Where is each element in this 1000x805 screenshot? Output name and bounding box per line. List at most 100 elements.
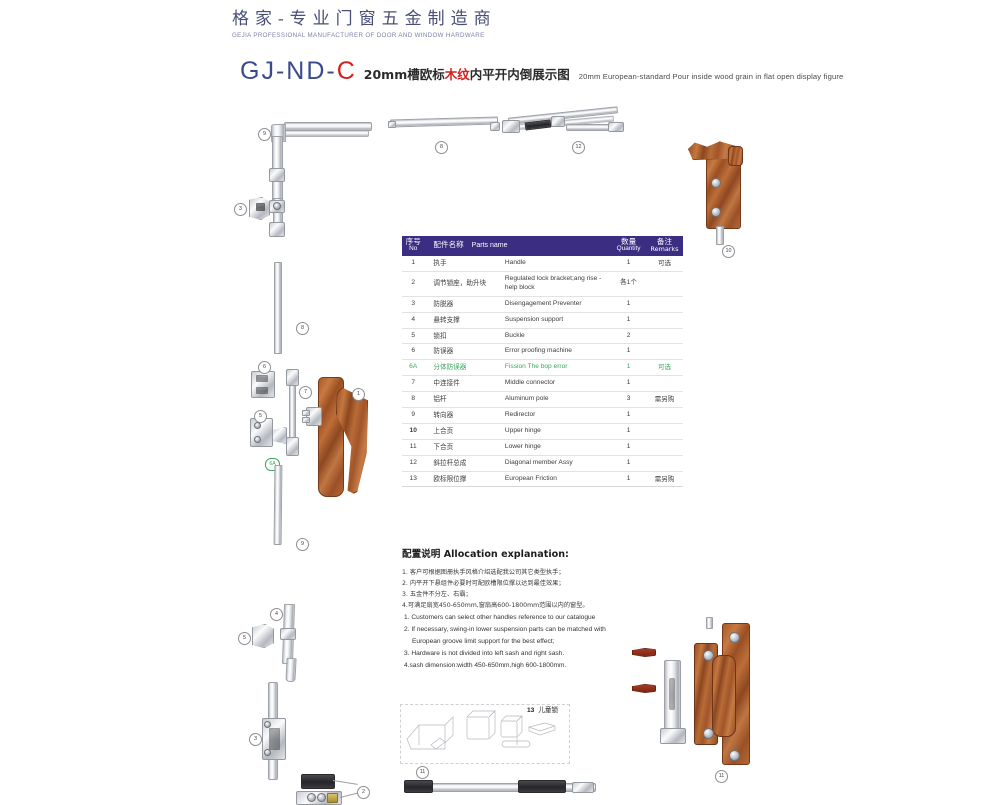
- cell-name-cn: 防误器: [424, 343, 505, 361]
- part-12-joint: [551, 116, 565, 127]
- cell-no: 9: [402, 407, 425, 424]
- callout-11-friction: 11: [416, 766, 429, 779]
- part-10-upper-hinge-body: [706, 155, 741, 229]
- cell-name-en: Aluminum pole: [504, 391, 612, 408]
- cell-name-en: Upper hinge: [504, 423, 612, 440]
- allocation-en-line: 4.sash dimension:width 450-650mm,high 60…: [404, 662, 567, 669]
- parts-table-header-row: 序号 No 配件名称 Parts name 数量 Quantity 备注 Rem…: [402, 236, 683, 257]
- allocation-en-line: European groove limit support for the be…: [412, 638, 555, 645]
- cell-no: 13: [402, 471, 425, 488]
- product-title-en: 20mm European-standard Pour inside wood …: [578, 72, 844, 81]
- col-header-qty: 数量 Quantity: [611, 236, 646, 257]
- hinge-screw-red-lower: [632, 684, 656, 693]
- cell-qty: 1: [611, 407, 646, 424]
- cell-name-cn: 斜拉杆总成: [424, 455, 505, 472]
- col-header-qty-cn: 数量: [620, 237, 637, 246]
- part-10-upper-hinge-knuckle: [728, 146, 743, 166]
- cell-qty: 1: [611, 455, 646, 472]
- cell-remarks: [645, 375, 683, 393]
- cell-remarks: 可选: [645, 359, 683, 377]
- cell-no: 2: [402, 271, 425, 297]
- part-7-connector-bottom: [286, 437, 299, 456]
- cell-qty: 1: [611, 256, 646, 272]
- cell-qty: 1: [611, 439, 646, 456]
- cell-remarks: 需另购: [645, 471, 683, 488]
- cell-name-cn: 欧标限位撑: [424, 471, 505, 488]
- cell-qty: 1: [611, 375, 646, 393]
- part-10-screw-upper: [711, 178, 721, 188]
- allocation-en-line: 2. If necessary, swing-in lower suspensi…: [404, 626, 606, 633]
- part-1-handle-spindle-prong: [302, 410, 310, 416]
- part-9-pivot-screw: [273, 202, 281, 210]
- cell-remarks: [645, 296, 683, 313]
- part-6a-fission-block: [272, 427, 287, 444]
- part-2-leader-line-b: [339, 792, 359, 798]
- product-title: GJ-ND-C 20mm槽欧标木纹内平开内倒展示图 20mm European-…: [240, 57, 843, 86]
- cell-qty: 2: [611, 328, 646, 345]
- cell-no: 4: [402, 312, 425, 329]
- cell-qty: 3: [611, 391, 646, 408]
- cell-name-cn: 下合页: [424, 439, 505, 456]
- col-header-name-cn: 配件名称: [433, 240, 464, 250]
- part-9-redirector-foot: [269, 222, 285, 237]
- part-5-buckle-screw-b: [254, 436, 261, 443]
- cell-name-cn: 中连接件: [424, 375, 505, 393]
- part-11-hinge-metal-foot: [660, 728, 686, 744]
- part-1-handle-spindle: [306, 407, 322, 426]
- cell-no: 12: [402, 455, 425, 472]
- allocation-explanation: 配置说明 Allocation explanation: 1. 客户可根据图册执…: [402, 546, 694, 611]
- product-code-prefix: GJ-ND-: [240, 57, 337, 85]
- cell-no: 10: [402, 423, 425, 440]
- cell-qty: 1: [611, 471, 646, 488]
- part-12-dark-clip: [524, 119, 552, 131]
- part-11-screw-top: [729, 632, 740, 643]
- col-header-remarks-en: Remarks: [650, 245, 679, 254]
- part-9-lower-bar: [273, 464, 283, 546]
- cell-name-cn: 悬转支撑: [424, 312, 505, 329]
- cell-name-cn: 防脱器: [424, 296, 505, 313]
- allocation-cn-line: 2. 内平开下悬组件必要时可配欧槽限位撑以达到最佳效果；: [402, 580, 565, 588]
- part-6-errorproof-slot-b: [256, 387, 268, 394]
- callout-5-lower: 5: [238, 632, 251, 645]
- callout-3: 3: [234, 203, 247, 216]
- brand-name-en: GEJIA PROFESSIONAL MANUFACTURER OF DOOR …: [232, 32, 485, 39]
- part-6-errorproof-slot-a: [256, 375, 268, 382]
- callout-8-left: 8: [296, 322, 309, 335]
- callout-6: 6: [258, 361, 271, 374]
- cell-name-en: Regulated lock bracket;ang rise -help bl…: [504, 271, 612, 297]
- cell-name-en: European Friction: [504, 471, 612, 488]
- cell-name-en: Disengagement Preventer: [504, 296, 612, 313]
- part-8-pole-endcap-left: [388, 121, 396, 128]
- cell-remarks: [645, 407, 683, 424]
- col-header-remarks-cn: 备注: [656, 237, 673, 246]
- callout-2: 2: [357, 786, 370, 799]
- part-4-suspension-arm: [285, 657, 297, 683]
- callout-5-upper: 5: [254, 410, 267, 423]
- part-12-left-pin: [490, 122, 500, 131]
- cell-no: 5: [402, 328, 425, 345]
- part-9-redirector-block-a: [269, 168, 285, 182]
- callout-1: 1: [352, 388, 365, 401]
- part-11-screw-low: [703, 728, 714, 739]
- cell-remarks: [645, 271, 683, 297]
- callout-11-hinge: 11: [715, 770, 728, 783]
- part-10-screw-lower: [711, 207, 721, 217]
- product-code-suffix: C: [336, 57, 357, 85]
- part-2-leader-line-a: [332, 780, 358, 785]
- allocation-heading: 配置说明 Allocation explanation:: [402, 549, 569, 560]
- cell-name-en: Fission The bop error: [504, 359, 612, 377]
- part-11-screw-mid: [703, 650, 714, 661]
- title-cn-b: 内平开内倒展示图: [469, 67, 570, 82]
- cell-name-cn: 执手: [424, 256, 505, 272]
- part-12-slider-block: [502, 120, 520, 133]
- col-header-no: 序号 No: [402, 236, 425, 257]
- part-10-hinge-pin: [716, 226, 724, 245]
- cell-qty: 各1个: [611, 271, 646, 297]
